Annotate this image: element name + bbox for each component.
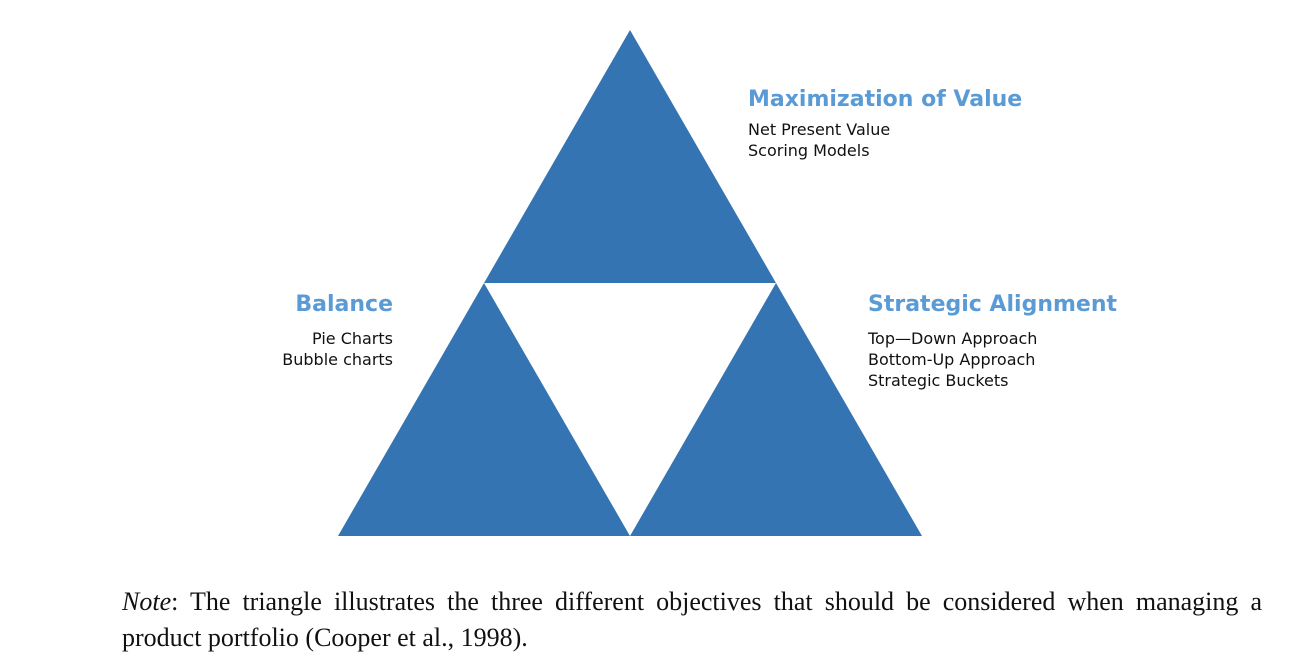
objective-label-left: Balance Pie Charts Bubble charts	[282, 292, 393, 370]
objective-item: Scoring Models	[748, 141, 870, 160]
objective-item: Top—Down Approach	[868, 329, 1038, 348]
objective-item: Pie Charts	[312, 329, 393, 348]
objective-label-right: Strategic Alignment Top—Down Approach Bo…	[868, 292, 1117, 391]
objective-title-balance: Balance	[295, 292, 393, 317]
triangle-top-maximization	[484, 30, 776, 283]
objective-item: Net Present Value	[748, 120, 891, 139]
triangle-right-strategic	[630, 283, 922, 536]
note-text: : The triangle illustrates the three dif…	[122, 587, 1262, 652]
note-label: Note	[122, 587, 172, 616]
triangle-left-balance	[338, 283, 630, 536]
objective-item: Bottom-Up Approach	[868, 350, 1036, 369]
portfolio-objectives-diagram: Maximization of Value Net Present Value …	[282, 30, 1117, 536]
objective-item: Bubble charts	[282, 350, 393, 369]
objective-title-strategic: Strategic Alignment	[868, 292, 1118, 317]
figure-note: Note: The triangle illustrates the three…	[122, 584, 1262, 656]
objective-item: Strategic Buckets	[868, 371, 1009, 390]
triangle-graphic	[338, 30, 922, 536]
objective-title-maximization: Maximization of Value	[748, 87, 1023, 112]
objective-label-top: Maximization of Value Net Present Value …	[748, 87, 1022, 161]
